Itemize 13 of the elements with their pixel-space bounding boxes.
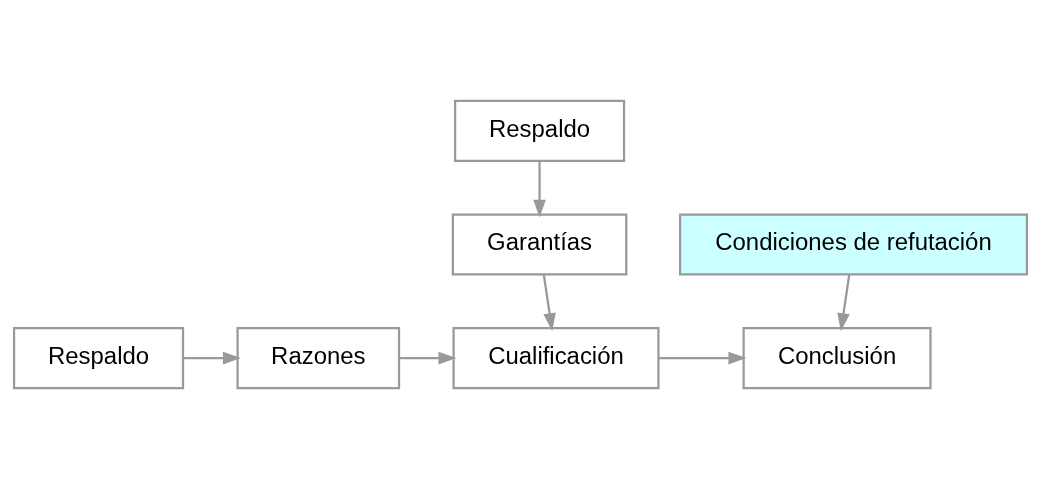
node-box: Razones	[236, 326, 401, 389]
arrow	[837, 273, 851, 331]
arrow	[183, 351, 241, 364]
node-box: Garantías	[451, 213, 628, 275]
arrow	[399, 351, 457, 364]
node-box: Condiciones de refutación	[678, 213, 1029, 275]
node-box: Respaldo	[12, 326, 185, 389]
arrow	[658, 351, 747, 364]
node-box: Respaldo	[453, 99, 626, 162]
arrow	[542, 273, 556, 331]
node-box: Cualificación	[452, 326, 660, 389]
node-box: Conclusión	[742, 326, 932, 389]
arrow	[533, 160, 546, 218]
